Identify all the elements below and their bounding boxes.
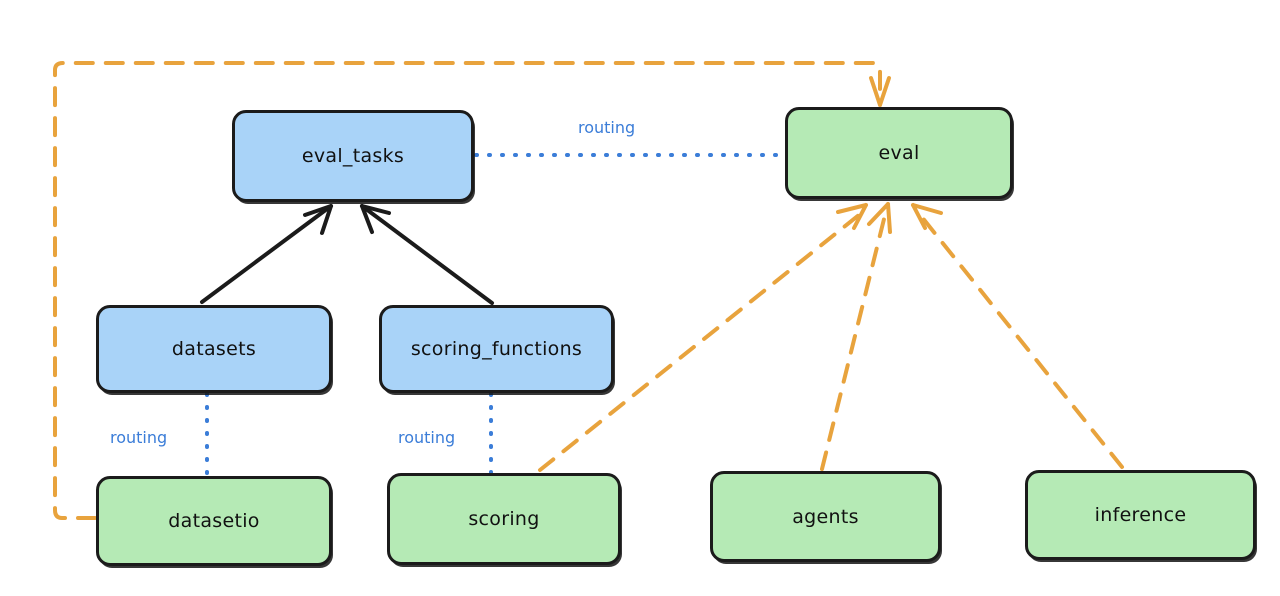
node-inference[interactable]: inference: [1025, 470, 1256, 560]
node-agents[interactable]: agents: [710, 471, 941, 562]
node-label: eval_tasks: [301, 145, 405, 167]
node-label: scoring: [468, 508, 540, 530]
node-label: inference: [1094, 504, 1187, 526]
edge-scoring-to-eval: [538, 203, 868, 472]
node-label: scoring_functions: [410, 338, 583, 360]
node-label: agents: [792, 505, 859, 528]
edge-label-routing-scoring-functions: routing: [398, 428, 456, 447]
node-label: datasetio: [168, 510, 260, 532]
node-eval[interactable]: eval: [785, 107, 1013, 199]
node-scoring[interactable]: scoring: [387, 473, 621, 565]
edge-inference-to-eval: [911, 203, 1124, 469]
edge-agents-to-eval: [820, 202, 892, 471]
edge-label-routing-datasets: routing: [110, 428, 168, 447]
node-scoring-functions[interactable]: scoring_functions: [379, 305, 614, 393]
node-eval-tasks[interactable]: eval_tasks: [232, 110, 474, 202]
node-label: eval: [878, 142, 920, 164]
edge-datasetio-to-eval: [53, 61, 891, 520]
edge-scoring-functions-to-eval-tasks: [360, 204, 494, 305]
node-datasetio[interactable]: datasetio: [96, 476, 332, 566]
edge-label-routing-eval-tasks: routing: [578, 118, 636, 137]
node-datasets[interactable]: datasets: [96, 305, 332, 393]
edge-datasets-to-eval-tasks: [200, 204, 333, 304]
node-label: datasets: [171, 338, 257, 360]
